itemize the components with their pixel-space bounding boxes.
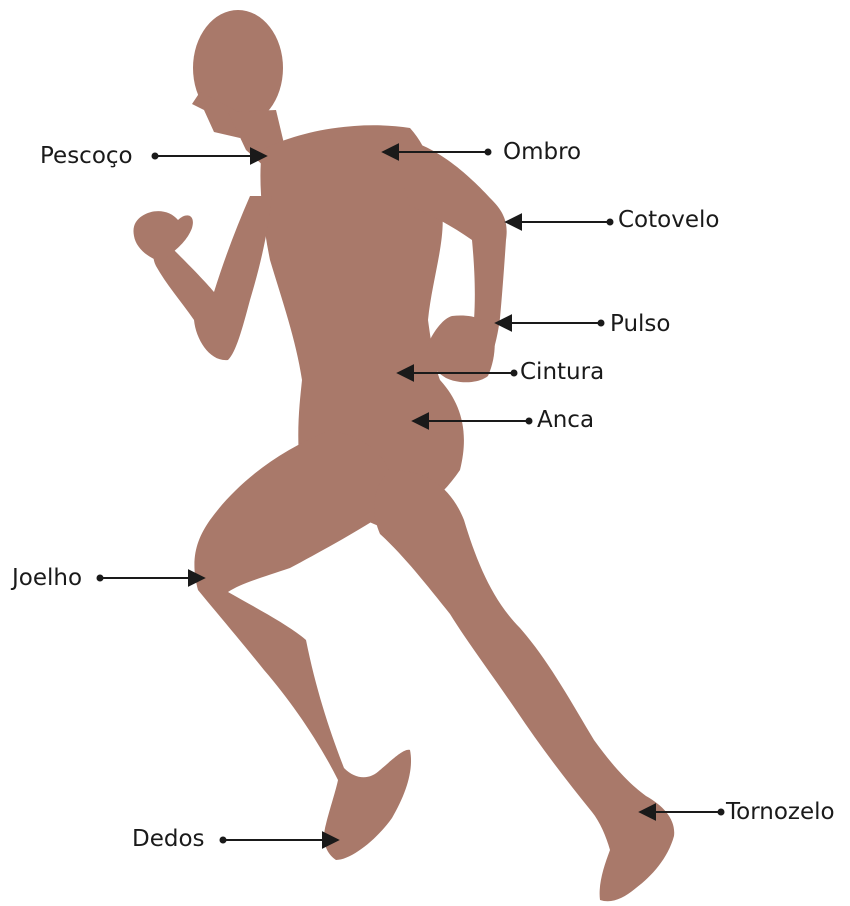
label-pescoco: Pescoço <box>40 145 133 168</box>
label-pulso: Pulso <box>610 313 671 336</box>
dedos-dot <box>220 837 227 844</box>
label-joelho: Joelho <box>12 567 82 590</box>
runner-silhouette <box>133 10 674 901</box>
cintura-dot <box>511 370 518 377</box>
label-cintura: Cintura <box>520 361 604 384</box>
label-anca: Anca <box>537 409 594 432</box>
pescoco-dot <box>152 153 159 160</box>
tornozelo-dot <box>718 809 725 816</box>
label-ombro: Ombro <box>503 141 581 164</box>
label-tornozelo: Tornozelo <box>726 801 835 824</box>
right-leg-shape <box>374 470 674 901</box>
joelho-dot <box>97 575 104 582</box>
back-fist-shape <box>133 211 192 262</box>
anca-dot <box>526 418 533 425</box>
pulso-dot <box>598 320 605 327</box>
label-cotovelo: Cotovelo <box>618 209 719 232</box>
ombro-dot <box>485 149 492 156</box>
cotovelo-dot <box>607 219 614 226</box>
label-dedos: Dedos <box>132 828 205 851</box>
